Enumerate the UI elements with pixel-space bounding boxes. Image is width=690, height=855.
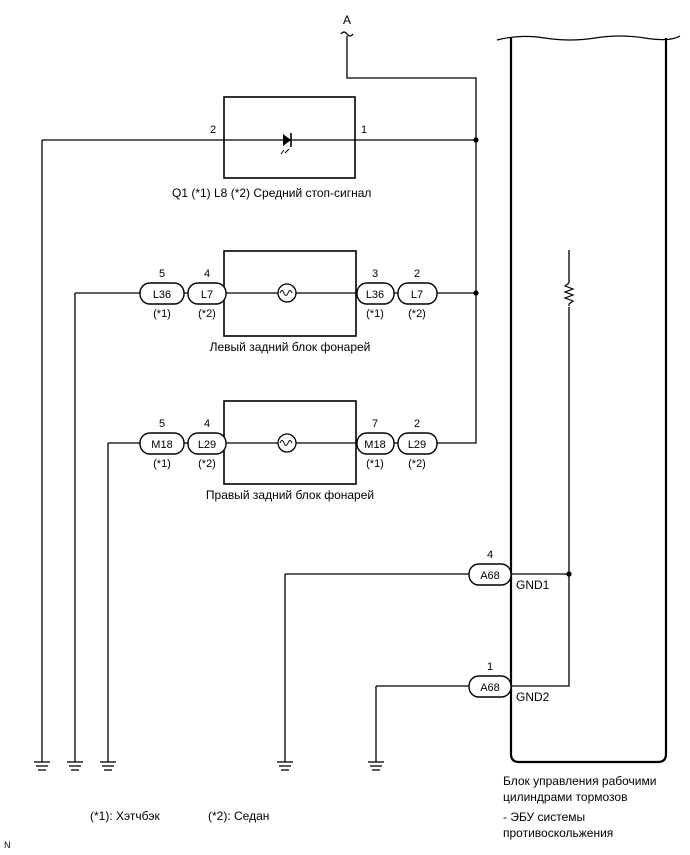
wire-a-feed (346, 36, 477, 444)
gnd2-label: GND2 (516, 690, 550, 704)
connector-rr-r-outer (397, 432, 438, 455)
lr-l-outer-pin: 5 (159, 268, 165, 280)
bulb-icon (277, 433, 297, 453)
rr-r-inner-name: M18 (364, 439, 385, 451)
connector-r-inner (356, 282, 395, 305)
ecu-internal-wire (511, 250, 570, 687)
connector-rr-l-outer (139, 432, 185, 455)
legend-note1: (*1): Хэтчбэк (90, 809, 160, 823)
ecu-title-line3: - ЭБУ системы (503, 810, 585, 824)
legend-note2: (*2): Седан (208, 809, 269, 823)
stop-lamp-box (223, 96, 356, 179)
rr-l-outer-name: M18 (151, 439, 172, 451)
splice-left-rear (473, 290, 479, 296)
ground-icon (67, 761, 83, 771)
ecu-title-line1: Блок управления рабочими (503, 774, 656, 788)
rr-l-outer-note: (*1) (153, 458, 171, 470)
gnd2-conn-name: A68 (480, 682, 500, 694)
ecu-break-edge (496, 35, 681, 41)
ecu-title-line4: противоскольжения (503, 826, 613, 840)
lr-r-inner-pin: 3 (372, 268, 378, 280)
wire-gnd1 (284, 573, 469, 762)
gnd1-pin: 4 (487, 549, 493, 561)
signal-a-label: A (343, 13, 351, 27)
stop-lamp-caption: Q1 (*1) L8 (*2) Средний стоп-сигнал (172, 186, 371, 200)
lr-r-inner-name: L36 (366, 289, 384, 301)
connector-l-outer (139, 282, 185, 305)
led-icon (280, 133, 292, 155)
ground-icon (34, 761, 50, 771)
splice-stop (473, 137, 479, 143)
rr-r-outer-note: (*2) (408, 458, 426, 470)
ground-icon (100, 761, 116, 771)
lr-r-outer-pin: 2 (414, 268, 420, 280)
ecu-title-line2: цилиндрами тормозов (503, 790, 627, 804)
lr-l-outer-name: L36 (153, 289, 171, 301)
rr-l-inner-name: L29 (198, 439, 216, 451)
bulb-icon (277, 283, 297, 303)
connector-rr-l-inner (187, 432, 227, 455)
right-rear-caption: Правый задний блок фонарей (206, 488, 374, 502)
resistor-icon (563, 282, 575, 306)
lr-r-inner-note: (*1) (366, 308, 384, 320)
connector-gnd1 (468, 563, 512, 586)
corner-mark: N (4, 840, 11, 850)
lr-l-inner-note: (*2) (198, 308, 216, 320)
lr-r-outer-note: (*2) (408, 308, 426, 320)
rr-l-inner-note: (*2) (198, 458, 216, 470)
connector-gnd2 (468, 675, 512, 698)
connector-l-inner (187, 282, 227, 305)
lr-r-outer-name: L7 (411, 289, 423, 301)
connector-r-outer (397, 282, 438, 305)
left-rear-caption: Левый задний блок фонарей (210, 340, 371, 354)
gnd1-label: GND1 (516, 578, 550, 592)
splice-gnd1 (566, 571, 572, 577)
ecu-outline (509, 38, 668, 764)
lr-l-inner-name: L7 (201, 289, 213, 301)
gnd2-pin: 1 (487, 661, 493, 673)
rr-r-outer-pin: 2 (414, 418, 420, 430)
lr-l-inner-pin: 4 (204, 268, 210, 280)
ground-icon (277, 761, 293, 771)
rr-r-inner-pin: 7 (372, 418, 378, 430)
rr-l-inner-pin: 4 (204, 418, 210, 430)
gnd1-conn-name: A68 (480, 570, 500, 582)
ground-icon (368, 761, 384, 771)
stop-pin-left: 2 (210, 124, 216, 136)
wire-gnd2 (375, 685, 469, 762)
lr-l-outer-note: (*1) (153, 308, 171, 320)
rr-l-outer-pin: 5 (159, 418, 165, 430)
stop-pin-right: 1 (361, 124, 367, 136)
signal-a-break (340, 31, 354, 37)
connector-rr-r-inner (356, 432, 395, 455)
rr-r-outer-name: L29 (408, 439, 426, 451)
rr-r-inner-note: (*1) (366, 458, 384, 470)
